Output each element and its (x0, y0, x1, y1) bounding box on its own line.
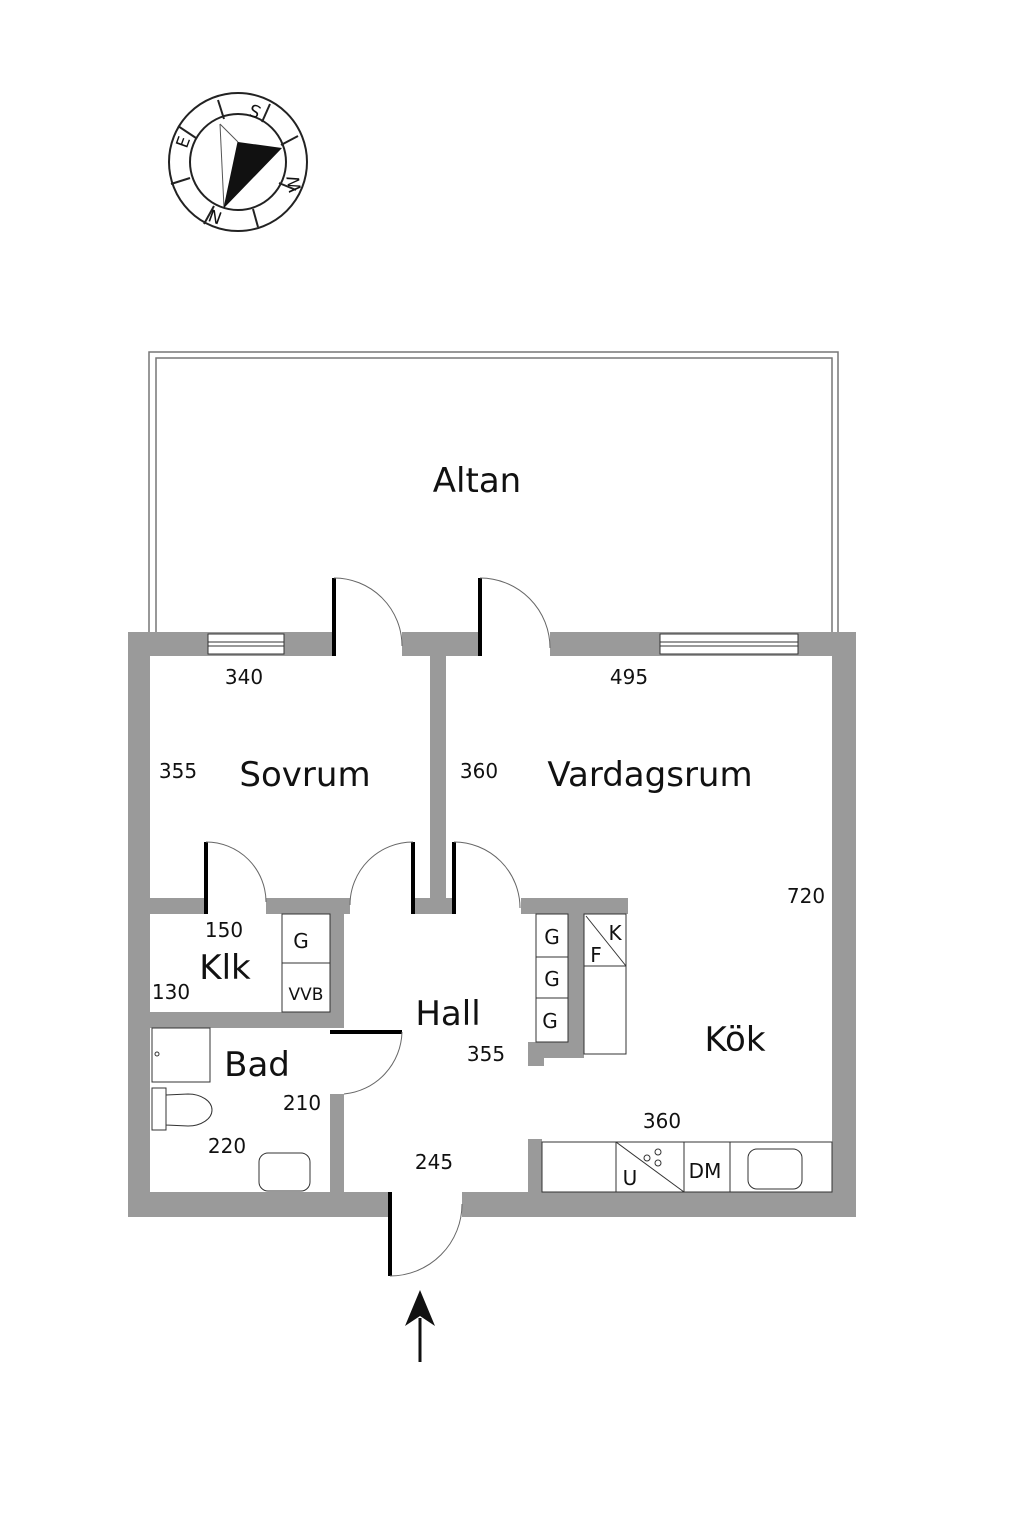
dimension-kok-depth: 720 (787, 884, 825, 908)
room-label-altan: Altan (433, 461, 521, 501)
balcony-railing (148, 351, 839, 632)
dimension-vardagsrum-depth: 360 (460, 759, 498, 783)
window-vardagsrum (659, 633, 799, 655)
dimension-klk-depth: 130 (152, 980, 190, 1004)
doors (204, 577, 551, 1277)
room-label-kok: Kök (704, 1020, 765, 1060)
fixture-label-dishwasher: DM (689, 1159, 722, 1183)
fixture-label-wardrobe-klk: G (293, 929, 309, 953)
fixture-label-wardrobe-kok-2: G (544, 967, 560, 991)
room-label-bad: Bad (224, 1045, 290, 1085)
dimension-sovrum-width: 340 (225, 665, 263, 689)
fixture-label-fridge: F (590, 943, 602, 967)
dimension-bad-depth: 210 (283, 1091, 321, 1115)
entrance-arrow-icon (405, 1290, 435, 1362)
fixtures (151, 913, 833, 1193)
dimension-sovrum-depth: 355 (159, 759, 197, 783)
fixture-label-oven: U (623, 1166, 638, 1190)
room-label-hall: Hall (415, 994, 480, 1034)
fixture-label-wardrobe-kok-3: G (542, 1009, 558, 1033)
dimension-bad-width: 220 (208, 1134, 246, 1158)
fixture-label-freezer: K (608, 921, 622, 945)
compass-north-label: N (205, 206, 224, 229)
compass-east-label: E (173, 134, 195, 151)
compass-south-label: S (247, 99, 264, 121)
dimension-klk-width: 150 (205, 918, 243, 942)
room-label-sovrum: Sovrum (239, 755, 370, 795)
compass-rose-icon: S W N E (168, 92, 308, 232)
fixture-label-water-heater: VVB (289, 985, 324, 1005)
dimension-vardagsrum-width: 495 (610, 665, 648, 689)
compass-west-label: W (284, 174, 307, 194)
dimension-entry-width: 245 (415, 1150, 453, 1174)
window-sovrum (207, 633, 285, 655)
dimension-kok-width: 360 (643, 1109, 681, 1133)
room-label-vardagsrum: Vardagsrum (547, 755, 752, 795)
fixture-label-wardrobe-kok-1: G (544, 925, 560, 949)
room-label-klk: Klk (199, 948, 251, 988)
dimension-hall-width: 355 (467, 1042, 505, 1066)
